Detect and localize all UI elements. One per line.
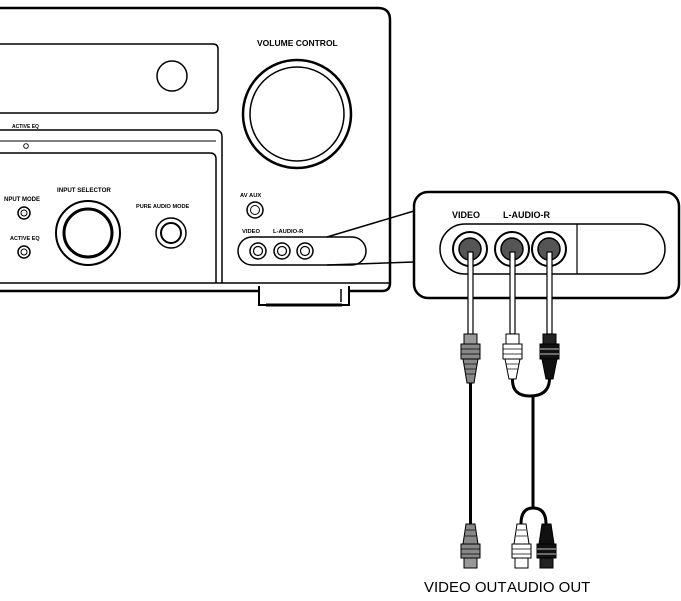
input-mode-label: NPUT MODE — [4, 197, 40, 203]
input-selector-label: INPUT SELECTOR — [57, 187, 111, 194]
audio-out-caption: AUDIO OUT — [507, 579, 590, 596]
video-label: VIDEO — [242, 229, 261, 235]
audio-label: L-AUDIO-R — [273, 229, 304, 235]
av-aux-label: AV AUX — [240, 193, 261, 199]
audio-left-plug-bottom — [511, 523, 532, 569]
zoom-audio-label: L-AUDIO-R — [503, 210, 550, 220]
audio-left-plug-top — [502, 333, 523, 380]
video-out-caption: VIDEO OUT — [424, 579, 507, 596]
audio-right-plug-top — [539, 333, 560, 380]
pure-audio-mode-label: PURE AUDIO MODE — [136, 204, 190, 210]
video-plug-top — [460, 333, 481, 384]
active-eq-label: ACTIVE EQ — [10, 236, 40, 242]
receiver-front-panel: VOLUME CONTROL ACTIVE EQ NPUT MODE ACTIV… — [0, 6, 392, 307]
active-eq-indicator — [23, 143, 29, 149]
active-eq-top-label: ACTIVE EQ — [12, 124, 39, 130]
receiver-foot — [258, 286, 350, 306]
cable-lower-plugs — [460, 523, 557, 569]
zoom-video-label: VIDEO — [452, 210, 480, 220]
display-knob[interactable] — [156, 60, 188, 92]
audio-right-plug-bottom — [536, 523, 557, 569]
zoom-callout-lines — [326, 210, 415, 266]
cable-upper-plugs — [460, 251, 560, 525]
zoom-jack-panel: VIDEO L-AUDIO-R — [412, 190, 681, 300]
display-window — [0, 43, 219, 114]
volume-control-label: VOLUME CONTROL — [257, 38, 338, 48]
video-plug-bottom — [460, 523, 481, 569]
